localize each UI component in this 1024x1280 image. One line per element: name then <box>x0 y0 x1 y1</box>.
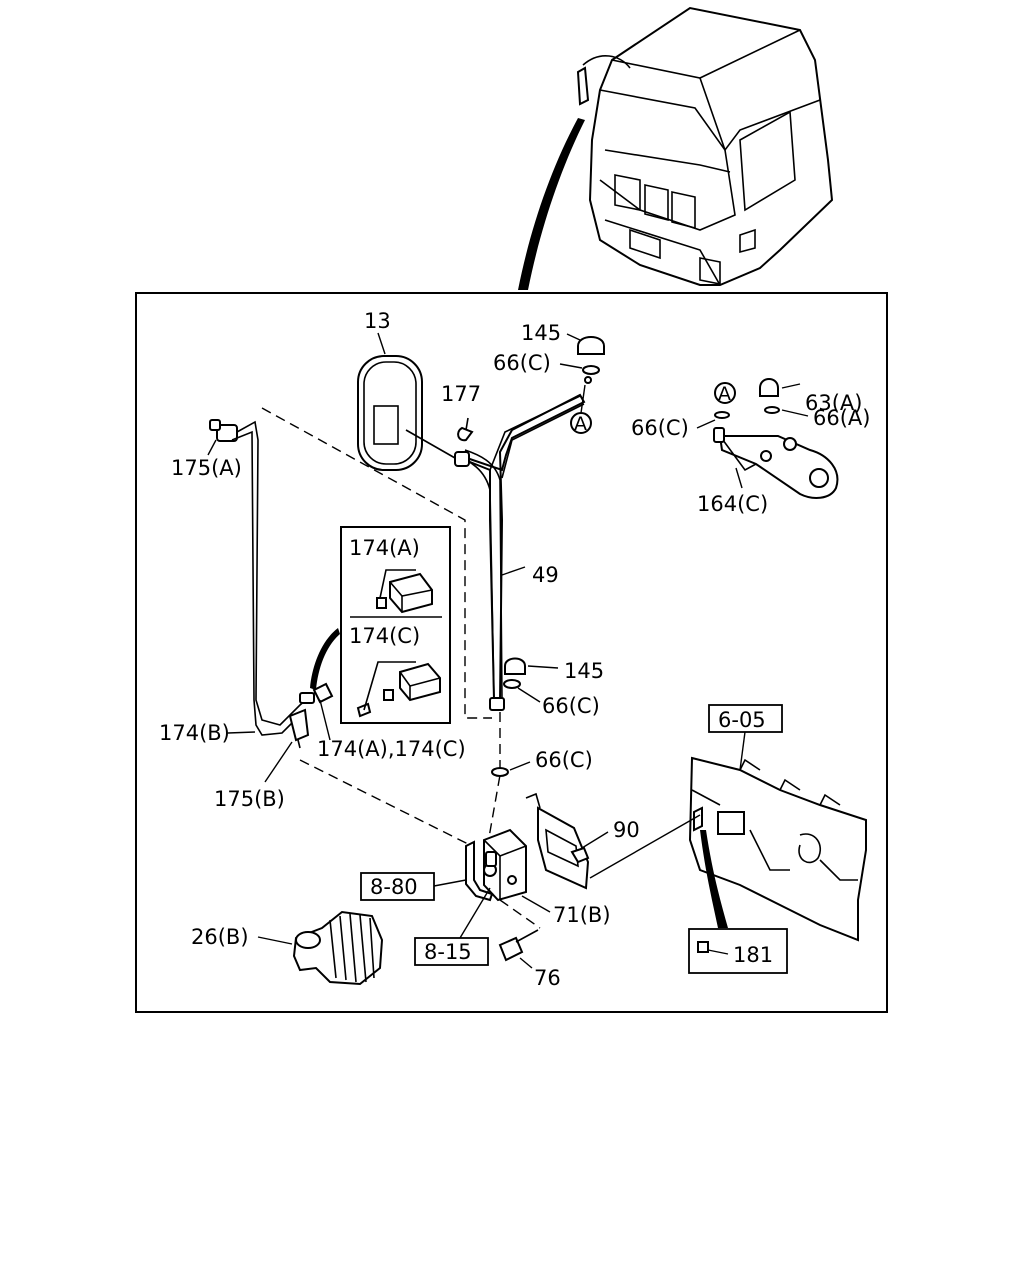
label-174ac: 174(A),174(C) <box>317 737 466 761</box>
label-49: 49 <box>532 563 559 587</box>
label-66c-top: 66(C) <box>493 351 551 375</box>
label-90: 90 <box>613 818 640 842</box>
truck-cab-illustration <box>518 6 834 290</box>
label-66a: 66(A) <box>813 406 870 430</box>
label-145-mid: 145 <box>564 659 604 683</box>
label-71b: 71(B) <box>553 903 611 927</box>
bracket-164c <box>713 427 839 499</box>
guide-line-harness-mirror <box>261 407 492 719</box>
label-181: 181 <box>733 943 773 967</box>
ref-box-8-15[interactable] <box>414 937 489 966</box>
ref-box-8-80[interactable] <box>360 872 435 901</box>
label-63a: 63(A) <box>805 391 862 415</box>
clip-177 <box>457 417 474 442</box>
label-76: 76 <box>534 966 561 990</box>
cap-nut-145-mid <box>503 657 526 689</box>
bracket-90 <box>525 792 590 890</box>
label-175b: 175(B) <box>214 787 285 811</box>
bolt-76 <box>498 929 539 962</box>
label-174b: 174(B) <box>159 721 230 745</box>
cap-nut-145-top <box>577 336 605 384</box>
label-66c-right: 66(C) <box>631 416 689 440</box>
label-66c-low: 66(C) <box>535 748 593 772</box>
inset-connector-box <box>340 526 451 724</box>
washer-66c-low <box>491 767 509 777</box>
label-164c: 164(C) <box>697 492 768 516</box>
connector-175b <box>288 708 310 749</box>
wiring-harness <box>209 419 334 736</box>
mirror-head <box>357 355 456 471</box>
label-66c-mid: 66(C) <box>542 694 600 718</box>
label-13: 13 <box>364 309 391 333</box>
ref-box-6-05[interactable] <box>708 704 783 733</box>
hinge-bracket-71b <box>465 828 527 902</box>
marker-a-top: A <box>570 384 592 435</box>
label-26b: 26(B) <box>191 925 249 949</box>
label-145-top: 145 <box>521 321 561 345</box>
label-177: 177 <box>441 382 481 406</box>
callout-wedge-181 <box>700 830 728 928</box>
guide-line-bolt <box>499 899 541 929</box>
label-8-80: 8-80 <box>370 875 418 899</box>
label-8-15: 8-15 <box>424 940 472 964</box>
mirror-stay <box>454 393 586 711</box>
nut-63a <box>759 378 780 414</box>
guide-line-connector <box>299 759 471 846</box>
svg-text:A: A <box>574 413 587 435</box>
boot-26b <box>292 910 384 986</box>
callout-wedge <box>310 628 340 690</box>
label-6-05: 6-05 <box>718 708 766 732</box>
label-174a-box: 174(A) <box>349 536 420 560</box>
label-174c-box: 174(C) <box>349 624 420 648</box>
svg-text:A: A <box>718 383 731 405</box>
link-90-panel <box>589 814 701 879</box>
diagram-frame <box>135 292 888 1013</box>
guide-line-stay-bracket <box>484 712 501 861</box>
marker-a-right: A <box>714 382 736 419</box>
label-175a: 175(A) <box>171 456 242 480</box>
